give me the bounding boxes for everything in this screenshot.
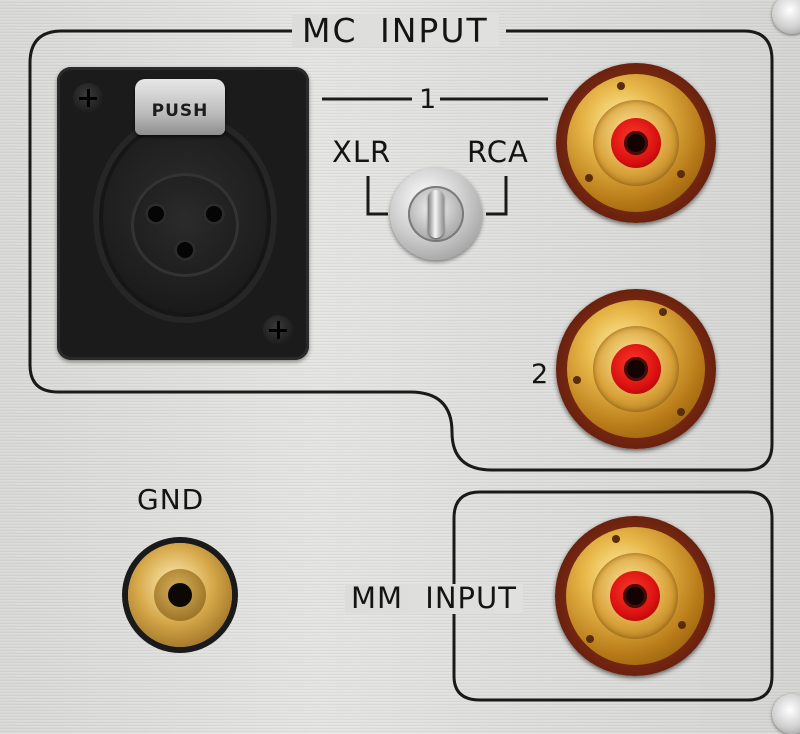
jack-gold-inner [593,326,679,412]
rca-label: RCA [467,135,529,169]
jack-dot [659,308,667,316]
jack-dot [585,174,593,182]
jack-dot [617,82,625,90]
jack-dot [573,376,581,384]
gnd-post-hole [168,583,192,607]
jack-red-center [610,571,660,621]
input-2-label: 2 [531,359,550,390]
mm-input-outline [452,490,774,702]
xlr-pin-1 [145,203,167,225]
jack-gold-inner [592,553,678,639]
xlr-rca-toggle-switch[interactable] [390,168,482,260]
jack-hole [623,584,647,608]
jack-dot [677,408,685,416]
mc-input-outline [28,29,774,472]
jack-gold-ring [566,527,704,665]
mm-rca-jack[interactable] [555,516,715,676]
jack-gold-ring [567,74,705,212]
xlr-pin-3 [174,239,196,261]
xlr-socket[interactable]: PUSH [57,67,309,360]
switch-lever [428,190,444,238]
mm-input-label: MM INPUT [345,584,523,613]
xlr-receptacle [93,113,277,323]
screw-icon [73,83,103,113]
jack-hole [624,357,648,381]
screw-icon [263,315,293,345]
gnd-post-inner [154,569,206,621]
xlr-pin-face [131,173,239,277]
jack-dot [677,170,685,178]
xlr-pin-2 [203,203,225,225]
jack-gold-inner [593,100,679,186]
mc-rca-jack-1[interactable] [556,63,716,223]
jack-gold-ring [567,300,705,438]
switch-bracket [366,176,508,216]
mc-input-label: MC INPUT [292,14,499,47]
gnd-binding-post[interactable] [128,543,232,647]
panel-screw-icon [772,694,800,734]
xlr-label: XLR [332,135,392,169]
jack-dot [678,621,686,629]
jack-dot [612,535,620,543]
mc-rca-jack-2[interactable] [556,289,716,449]
jack-red-center [611,118,661,168]
jack-hole [624,131,648,155]
jack-red-center [611,344,661,394]
push-label: PUSH [151,101,209,121]
input-1-label: 1 [419,84,438,115]
jack-dot [586,635,594,643]
push-latch-button[interactable]: PUSH [135,79,225,135]
gnd-label: GND [137,483,205,516]
